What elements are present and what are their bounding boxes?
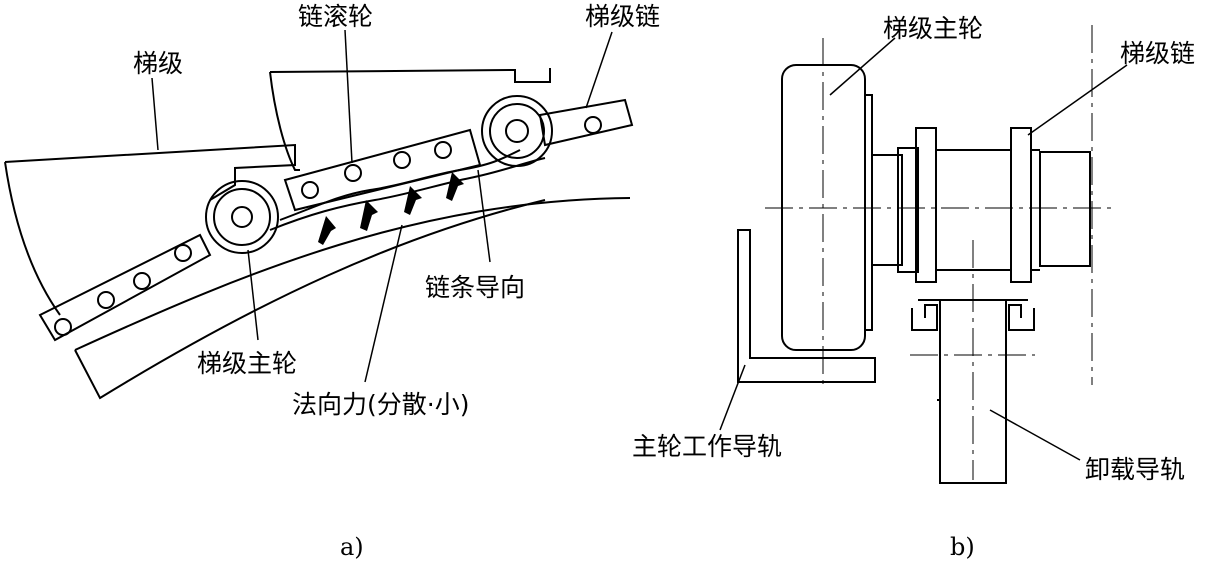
axle bbox=[871, 147, 1091, 273]
unloading-rail bbox=[911, 299, 1035, 484]
leader-step-chain bbox=[585, 31, 613, 109]
leader-step-main-wheel-b bbox=[829, 37, 896, 96]
chain-plate-left bbox=[915, 127, 937, 283]
upper-step-body bbox=[269, 68, 551, 171]
step-main-wheel-a bbox=[205, 180, 279, 254]
guide-rail-lower bbox=[74, 197, 631, 351]
leader-unloading-rail bbox=[989, 409, 1081, 461]
leader-chain-guide bbox=[477, 169, 491, 263]
diagram-a: 梯级 链滚轮 梯级链 链条导向 梯级主轮 法向力(分散·小) a) bbox=[4, 2, 660, 561]
leader-normal-force bbox=[364, 224, 403, 383]
upper-roller-a bbox=[481, 95, 553, 167]
chain-lower bbox=[38, 233, 212, 342]
chain-guide-line-2 bbox=[269, 157, 546, 231]
normal-force-arrows bbox=[318, 172, 464, 245]
caption-b: b) bbox=[950, 533, 975, 561]
guide-rail-upper bbox=[74, 199, 546, 400]
leader-step-main-wheel bbox=[247, 249, 259, 341]
caption-a: a) bbox=[340, 533, 364, 561]
label-step-main-wheel-a: 梯级主轮 bbox=[197, 349, 297, 378]
leader-step-chain-b bbox=[1027, 64, 1128, 136]
label-unloading-rail: 卸载导轨 bbox=[1085, 455, 1185, 484]
label-normal-force: 法向力(分散·小) bbox=[292, 390, 469, 419]
leader-main-wheel-rail bbox=[719, 364, 746, 431]
label-step-main-wheel-b: 梯级主轮 bbox=[883, 14, 983, 43]
label-chain-roller: 链滚轮 bbox=[298, 2, 373, 31]
leader-step bbox=[151, 77, 159, 151]
label-step-chain-b: 梯级链 bbox=[1120, 39, 1195, 68]
label-step: 梯级 bbox=[133, 49, 183, 78]
label-chain-guide: 链条导向 bbox=[425, 273, 525, 302]
label-main-wheel-rail: 主轮工作导轨 bbox=[632, 432, 782, 461]
step-body bbox=[4, 143, 296, 316]
main-wheel-rail bbox=[737, 229, 876, 383]
chain-middle bbox=[283, 128, 482, 212]
diagram-b: 梯级主轮 梯级链 主轮工作导轨 卸载导轨 b) bbox=[632, 14, 1195, 561]
label-step-chain-a: 梯级链 bbox=[585, 2, 660, 31]
leader-chain-roller bbox=[344, 29, 353, 164]
chain-plate-right bbox=[1010, 127, 1032, 283]
